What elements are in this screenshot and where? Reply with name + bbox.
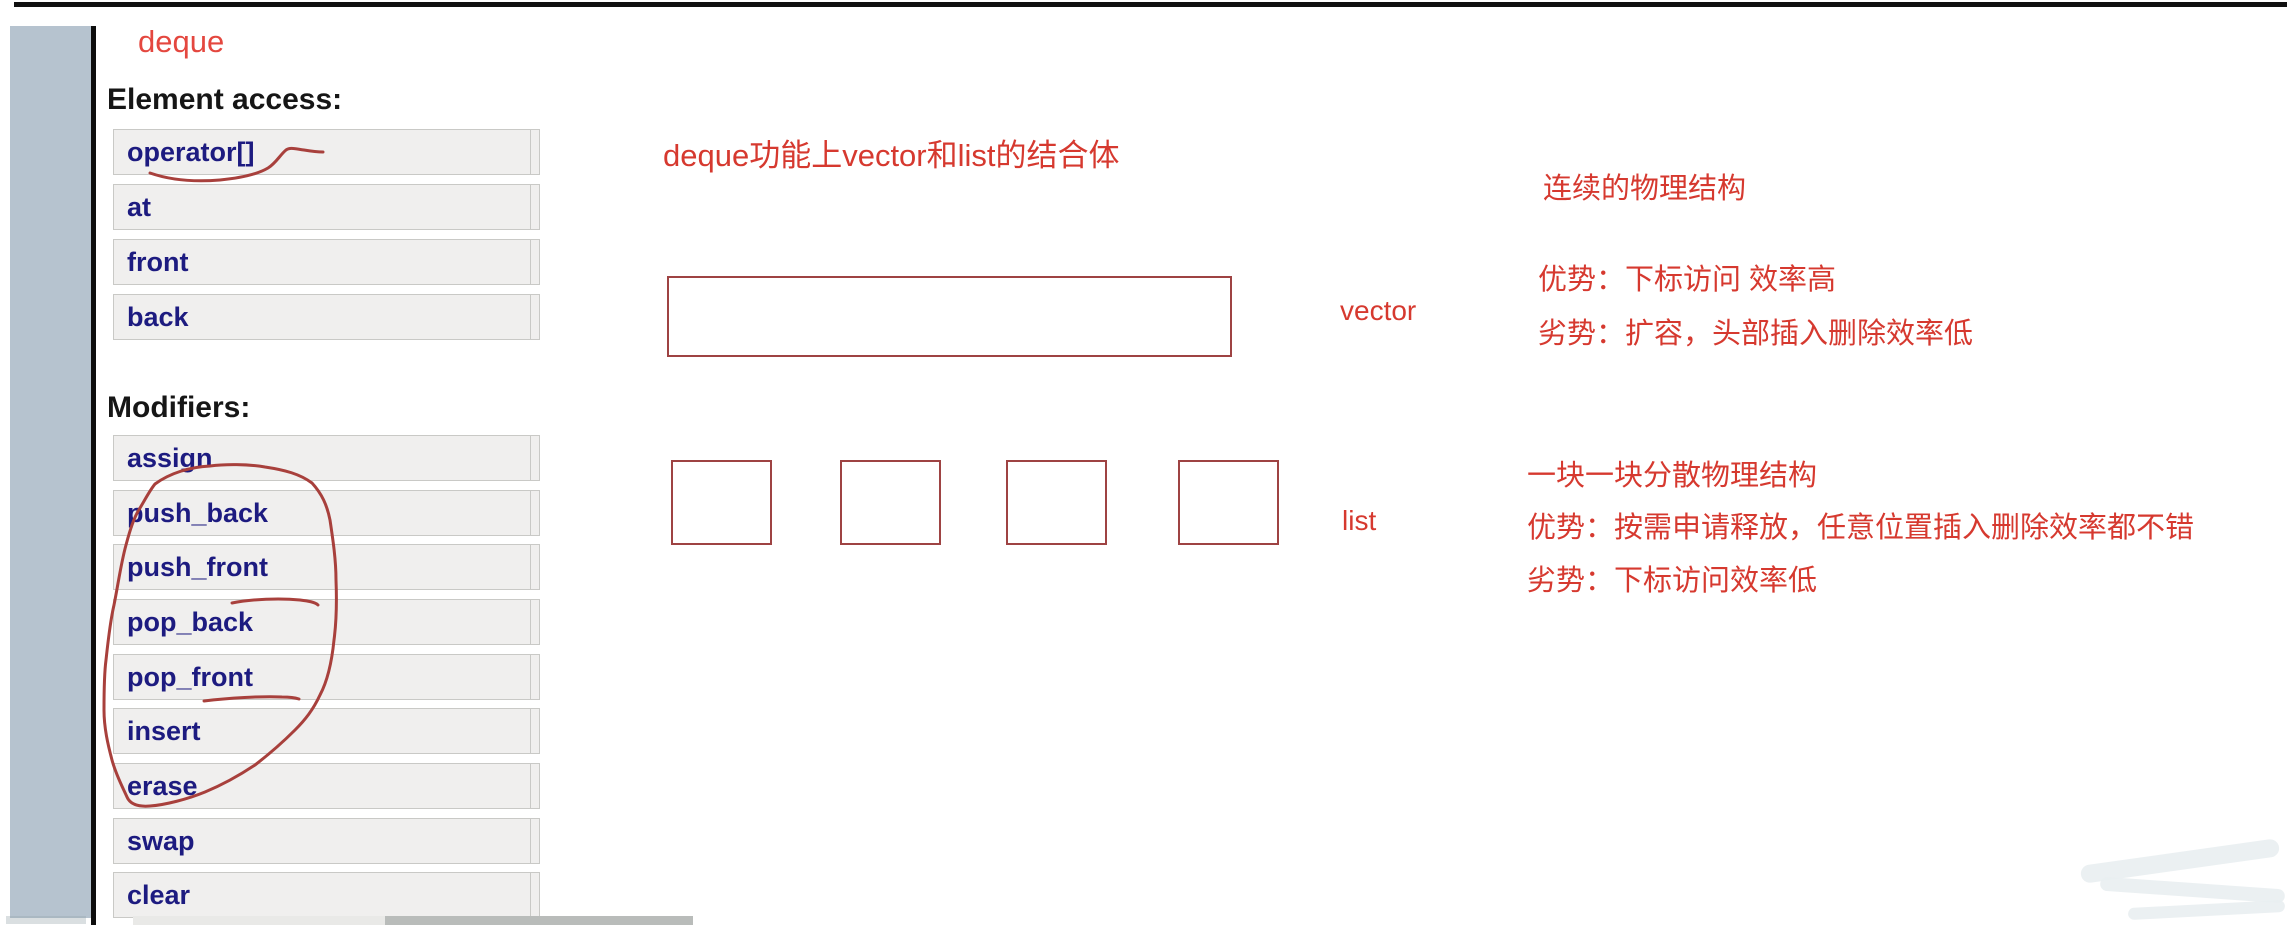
page-title: deque xyxy=(138,24,225,59)
watermark-smudge xyxy=(2127,899,2286,921)
link-swap[interactable]: swap xyxy=(113,818,540,864)
partial-row-sliver xyxy=(133,916,385,925)
link-operator-brackets[interactable]: operator[] xyxy=(113,129,540,175)
list-block-4 xyxy=(1178,460,1279,545)
sidebar-divider-line xyxy=(91,26,96,925)
link-insert[interactable]: insert xyxy=(113,708,540,754)
left-sidebar-bar xyxy=(10,26,91,918)
list-block-3 xyxy=(1006,460,1107,545)
link-back[interactable]: back xyxy=(113,294,540,340)
list-note-advantage: 优势：按需申请释放，任意位置插入删除效率都不错 xyxy=(1527,512,2195,544)
link-clear[interactable]: clear xyxy=(113,872,540,918)
link-push-front[interactable]: push_front xyxy=(113,544,540,590)
annotation-headline: deque功能上vector和list的结合体 xyxy=(663,138,1120,173)
partial-row-sliver-dark xyxy=(385,916,693,925)
list-note-structure: 一块一块分散物理结构 xyxy=(1527,460,1818,492)
link-at[interactable]: at xyxy=(113,184,540,230)
vector-label: vector xyxy=(1340,295,1417,326)
link-pop-front[interactable]: pop_front xyxy=(113,654,540,700)
link-pop-back[interactable]: pop_back xyxy=(113,599,540,645)
vector-memory-diagram xyxy=(667,276,1232,357)
vector-note-structure: 连续的物理结构 xyxy=(1543,173,1747,205)
link-erase[interactable]: erase xyxy=(113,763,540,809)
bottom-left-specks xyxy=(6,916,86,924)
link-assign[interactable]: assign xyxy=(113,435,540,481)
list-note-disadvantage: 劣势：下标访问效率低 xyxy=(1527,565,1818,597)
list-block-1 xyxy=(671,460,772,545)
list-block-2 xyxy=(840,460,941,545)
vector-note-advantage: 优势：下标访问 效率高 xyxy=(1538,264,1837,296)
link-front[interactable]: front xyxy=(113,239,540,285)
watermark-smudge xyxy=(2099,876,2286,904)
list-label: list xyxy=(1342,505,1377,536)
vector-note-disadvantage: 劣势：扩容，头部插入删除效率低 xyxy=(1538,318,1974,350)
section-heading-modifiers: Modifiers: xyxy=(107,391,251,424)
top-border-line xyxy=(14,2,2287,7)
section-heading-element-access: Element access: xyxy=(107,83,343,116)
link-push-back[interactable]: push_back xyxy=(113,490,540,536)
